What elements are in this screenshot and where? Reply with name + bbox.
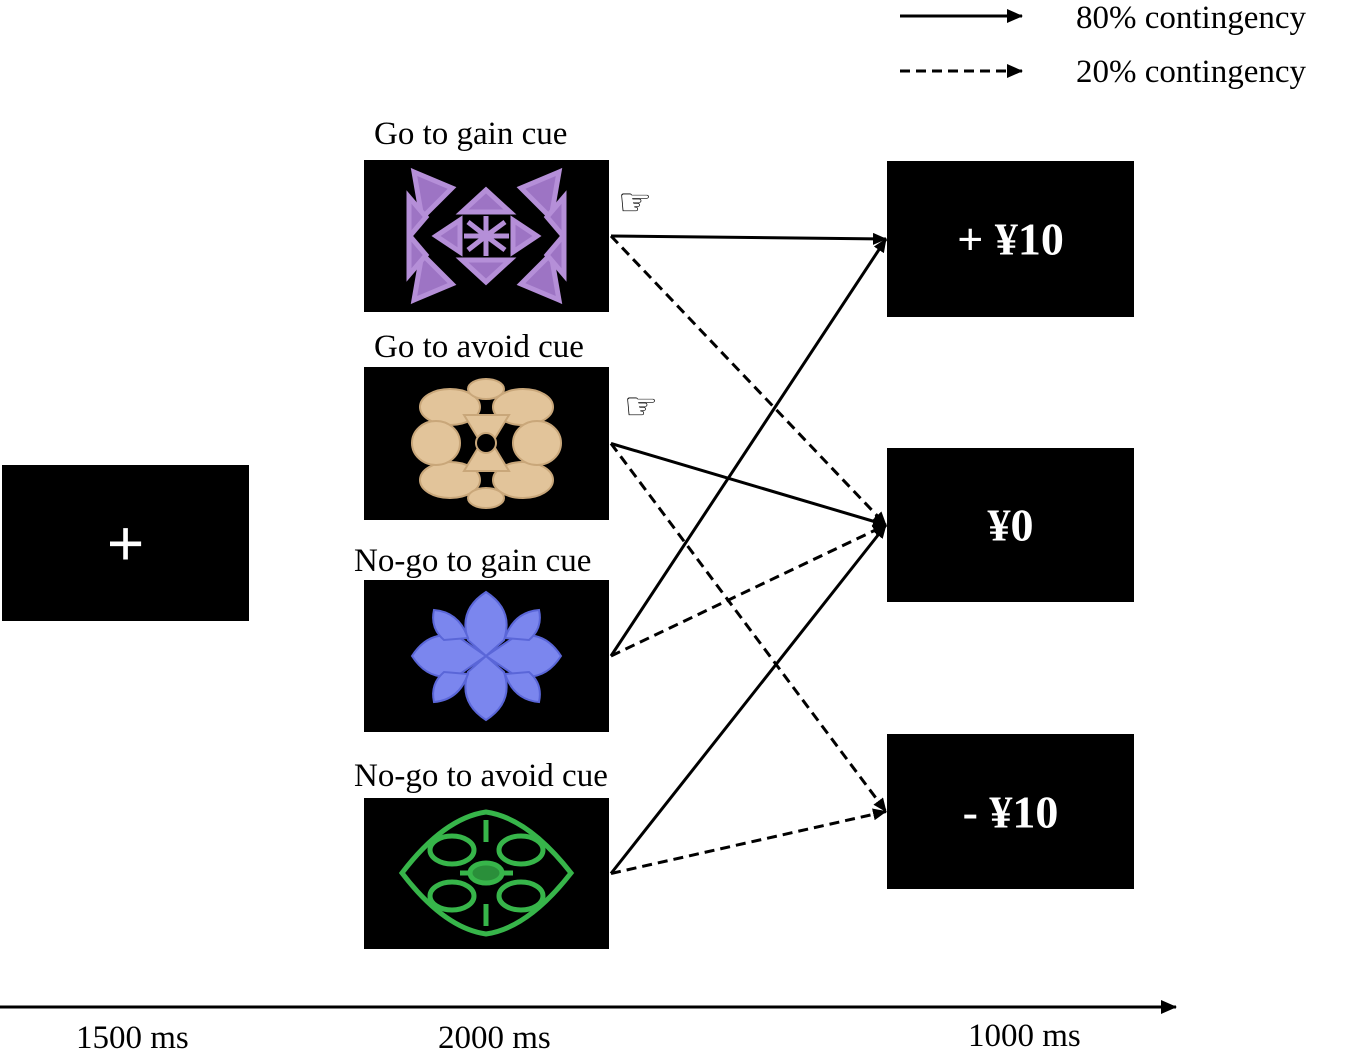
cue-label-go-gain: Go to gain cue	[374, 116, 568, 152]
cue-screen-nogo-gain	[364, 580, 609, 732]
cue-screen-go-gain	[364, 160, 609, 312]
legend-solid-label: 80% contingency	[1076, 0, 1307, 36]
outcome-screen-loss: - ¥10	[887, 734, 1134, 889]
arrow-dashed-cue0-outcome1	[609, 234, 888, 527]
outcome-label-loss: - ¥10	[962, 786, 1059, 837]
cue-duration-label: 2000 ms	[438, 1020, 551, 1056]
fixation-duration-label: 1500 ms	[76, 1020, 189, 1056]
cue-label-go-avoid: Go to avoid cue	[374, 329, 584, 365]
cue-label-nogo-gain: No-go to gain cue	[354, 543, 592, 579]
outcome-duration-label: 1000 ms	[968, 1018, 1081, 1054]
arrow-dashed-cue1-outcome2	[609, 442, 888, 813]
pointing-hand-icon: ☞	[618, 180, 653, 224]
cue-screen-go-avoid	[364, 367, 609, 520]
beige-fractal-image	[411, 378, 562, 509]
arrow-dashed-cue2-outcome1	[610, 523, 887, 658]
outcome-label-gain: + ¥10	[957, 213, 1064, 265]
green-fractal-image	[398, 809, 575, 937]
outcome-screen-gain: + ¥10	[887, 161, 1134, 317]
legend-dashed-label: 20% contingency	[1076, 54, 1307, 90]
fixation-cross: +	[106, 507, 145, 579]
blue-fractal-image	[410, 590, 563, 722]
outcome-screen-neutral: ¥0	[887, 448, 1134, 602]
arrow-solid-cue0-outcome0	[610, 232, 887, 245]
outcome-label-neutral: ¥0	[987, 499, 1034, 551]
fixation-screen: +	[2, 465, 249, 621]
arrow-solid-cue2-outcome0	[609, 238, 888, 657]
cue-label-nogo-avoid: No-go to avoid cue	[354, 758, 608, 794]
arrow-solid-cue1-outcome1	[610, 442, 887, 528]
pointing-hand-icon: ☞	[624, 384, 659, 428]
purple-fractal-image	[406, 167, 567, 305]
cue-screen-nogo-avoid	[364, 798, 609, 949]
arrow-solid-cue3-outcome1	[609, 524, 888, 875]
